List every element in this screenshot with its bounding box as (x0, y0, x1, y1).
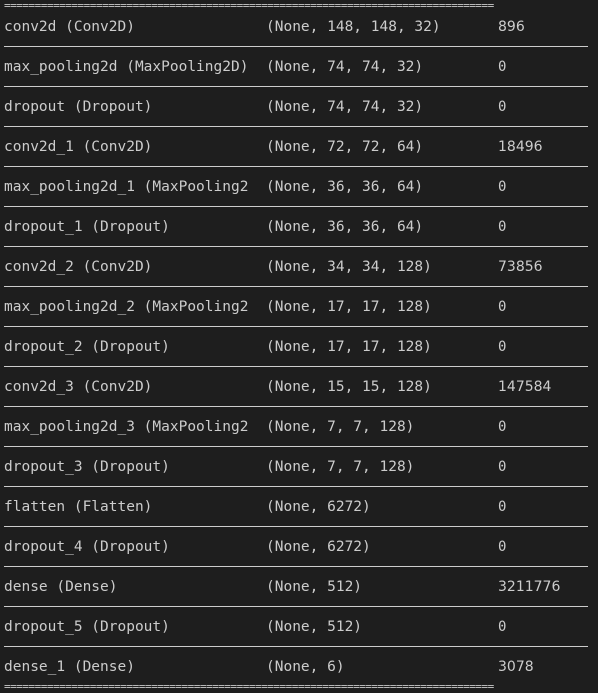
row-divider (4, 326, 588, 327)
layer-name-cell: conv2d_2 (Conv2D) (4, 259, 153, 275)
table-row: max_pooling2d (MaxPooling2D) (None, 74, 7… (0, 48, 598, 88)
output-shape-cell: (None, 17, 17, 128) (266, 299, 432, 315)
param-count-cell: 0 (498, 619, 507, 635)
bottom-double-separator: ========================================… (4, 683, 494, 691)
top-double-separator: ========================================… (4, 2, 494, 10)
param-count-cell: 18496 (498, 139, 543, 155)
table-row: conv2d_2 (Conv2D) (None, 34, 34, 128) 7385… (0, 248, 598, 288)
layer-name-cell: dense (Dense) (4, 579, 118, 595)
layer-name-cell: dropout (Dropout) (4, 99, 153, 115)
output-shape-cell: (None, 6272) (266, 499, 371, 515)
row-divider (4, 46, 588, 47)
table-row: flatten (Flatten) (None, 6272) 0 (0, 488, 598, 528)
param-count-cell: 73856 (498, 259, 543, 275)
row-divider (4, 526, 588, 527)
layer-name-cell: dense_1 (Dense) (4, 659, 135, 675)
table-row: dropout_1 (Dropout) (None, 36, 36, 64) 0 (0, 208, 598, 248)
param-count-cell: 0 (498, 59, 507, 75)
output-shape-cell: (None, 74, 74, 32) (266, 59, 424, 75)
param-count-cell: 3078 (498, 659, 534, 675)
output-shape-cell: (None, 7, 7, 128) (266, 459, 415, 475)
layer-name-cell: conv2d (Conv2D) (4, 19, 135, 35)
layer-name-cell: max_pooling2d_1 (MaxPooling2 (4, 179, 249, 195)
row-divider (4, 166, 588, 167)
output-shape-cell: (None, 512) (266, 579, 363, 595)
layer-name-cell: max_pooling2d_2 (MaxPooling2 (4, 299, 249, 315)
param-count-cell: 0 (498, 499, 507, 515)
param-count-cell: 0 (498, 339, 507, 355)
layer-name-cell: dropout_3 (Dropout) (4, 459, 170, 475)
row-divider (4, 206, 588, 207)
layer-name-cell: conv2d_3 (Conv2D) (4, 379, 153, 395)
layer-name-cell: conv2d_1 (Conv2D) (4, 139, 153, 155)
output-shape-cell: (None, 34, 34, 128) (266, 259, 432, 275)
param-count-cell: 0 (498, 99, 507, 115)
output-shape-cell: (None, 17, 17, 128) (266, 339, 432, 355)
row-divider (4, 486, 588, 487)
param-count-cell: 896 (498, 19, 525, 35)
param-count-cell: 0 (498, 419, 507, 435)
param-count-cell: 0 (498, 539, 507, 555)
layer-name-cell: dropout_5 (Dropout) (4, 619, 170, 635)
layer-name-cell: flatten (Flatten) (4, 499, 153, 515)
model-summary-table: conv2d (Conv2D) (None, 148, 148, 32) 896 ma… (0, 8, 598, 688)
param-count-cell: 0 (498, 219, 507, 235)
layer-name-cell: max_pooling2d (MaxPooling2D) (4, 59, 249, 75)
output-shape-cell: (None, 36, 36, 64) (266, 179, 424, 195)
param-count-cell: 147584 (498, 379, 552, 395)
table-row: dropout_3 (Dropout) (None, 7, 7, 128) 0 (0, 448, 598, 488)
table-row: max_pooling2d_2 (MaxPooling2 (None, 17, 1… (0, 288, 598, 328)
row-divider (4, 126, 588, 127)
row-divider (4, 366, 588, 367)
output-shape-cell: (None, 74, 74, 32) (266, 99, 424, 115)
row-divider (4, 566, 588, 567)
output-shape-cell: (None, 72, 72, 64) (266, 139, 424, 155)
table-row: dropout_5 (Dropout) (None, 512) 0 (0, 608, 598, 648)
output-shape-cell: (None, 6) (266, 659, 345, 675)
table-row: dropout_2 (Dropout) (None, 17, 17, 128) 0 (0, 328, 598, 368)
layer-name-cell: dropout_4 (Dropout) (4, 539, 170, 555)
table-row: max_pooling2d_3 (MaxPooling2 (None, 7, 7,… (0, 408, 598, 448)
row-divider (4, 446, 588, 447)
row-divider (4, 86, 588, 87)
param-count-cell: 3211776 (498, 579, 561, 595)
layer-name-cell: dropout_2 (Dropout) (4, 339, 170, 355)
row-divider (4, 646, 588, 647)
table-row: conv2d (Conv2D) (None, 148, 148, 32) 896 (0, 8, 598, 48)
row-divider (4, 606, 588, 607)
row-divider (4, 406, 588, 407)
output-shape-cell: (None, 512) (266, 619, 363, 635)
output-shape-cell: (None, 148, 148, 32) (266, 19, 441, 35)
output-shape-cell: (None, 6272) (266, 539, 371, 555)
table-row: dense (Dense) (None, 512) 3211776 (0, 568, 598, 608)
table-row: conv2d_3 (Conv2D) (None, 15, 15, 128) 1475… (0, 368, 598, 408)
table-row: dropout_4 (Dropout) (None, 6272) 0 (0, 528, 598, 568)
table-row: dense_1 (Dense) (None, 6) 3078 (0, 648, 598, 688)
row-divider (4, 246, 588, 247)
table-row: conv2d_1 (Conv2D) (None, 72, 72, 64) 18496 (0, 128, 598, 168)
layer-name-cell: dropout_1 (Dropout) (4, 219, 170, 235)
param-count-cell: 0 (498, 179, 507, 195)
output-shape-cell: (None, 7, 7, 128) (266, 419, 415, 435)
output-shape-cell: (None, 36, 36, 64) (266, 219, 424, 235)
output-shape-cell: (None, 15, 15, 128) (266, 379, 432, 395)
table-row: dropout (Dropout) (None, 74, 74, 32) 0 (0, 88, 598, 128)
layer-name-cell: max_pooling2d_3 (MaxPooling2 (4, 419, 249, 435)
param-count-cell: 0 (498, 459, 507, 475)
param-count-cell: 0 (498, 299, 507, 315)
table-row: max_pooling2d_1 (MaxPooling2 (None, 36, 3… (0, 168, 598, 208)
row-divider (4, 286, 588, 287)
